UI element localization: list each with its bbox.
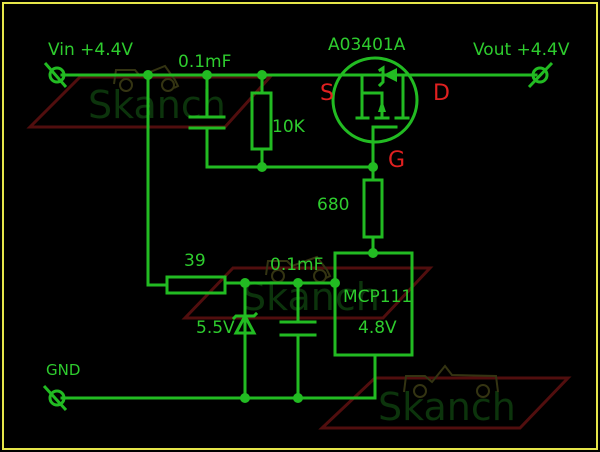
zener-label: 5.5V [196, 318, 235, 338]
wire-c1-bottom [205, 126, 375, 169]
c2-label: 0.1mF [270, 255, 323, 275]
r680-label: 680 [317, 195, 349, 215]
vout-terminal[interactable] [527, 61, 554, 89]
zener-diode [231, 281, 259, 400]
svg-text:Skanch: Skanch [88, 83, 226, 127]
car-icon [113, 64, 180, 92]
resistor-r39 [165, 275, 227, 295]
junction-dot [257, 162, 267, 172]
junction-dot [330, 278, 340, 288]
resistor-r680 [362, 178, 384, 239]
watermark-bottom: Skanch [318, 364, 572, 430]
ic-name-label: MCP111 [343, 287, 412, 307]
c1-label: 0.1mF [178, 52, 231, 72]
vout-label: Vout +4.4V [473, 40, 570, 60]
vin-terminal[interactable] [43, 62, 68, 88]
junction-dot [293, 393, 303, 403]
junction-dot [202, 70, 212, 80]
junction-dot [240, 393, 250, 403]
car-icon [403, 364, 499, 398]
watermark-top: Skanch [26, 64, 274, 129]
junction-dot [257, 70, 267, 80]
pin-source-label: S [320, 81, 334, 106]
gnd-label: GND [46, 361, 80, 379]
resistor-r1 [250, 91, 273, 151]
mosfet-symbol [331, 56, 419, 169]
wire-gnd-rail [60, 353, 377, 400]
mosfet-part-label: A03401A [328, 35, 406, 55]
junction-dot [143, 70, 153, 80]
svg-text:Skanch: Skanch [378, 385, 516, 429]
wire-vin-to-r39 [146, 73, 169, 287]
pin-gate-label: G [388, 148, 405, 173]
ic-value-label: 4.8V [358, 318, 397, 338]
pin-drain-label: D [433, 81, 450, 106]
r1-label: 10K [272, 117, 306, 137]
r39-label: 39 [184, 251, 206, 271]
vin-label: Vin +4.4V [48, 40, 133, 60]
gnd-terminal[interactable] [42, 384, 68, 412]
